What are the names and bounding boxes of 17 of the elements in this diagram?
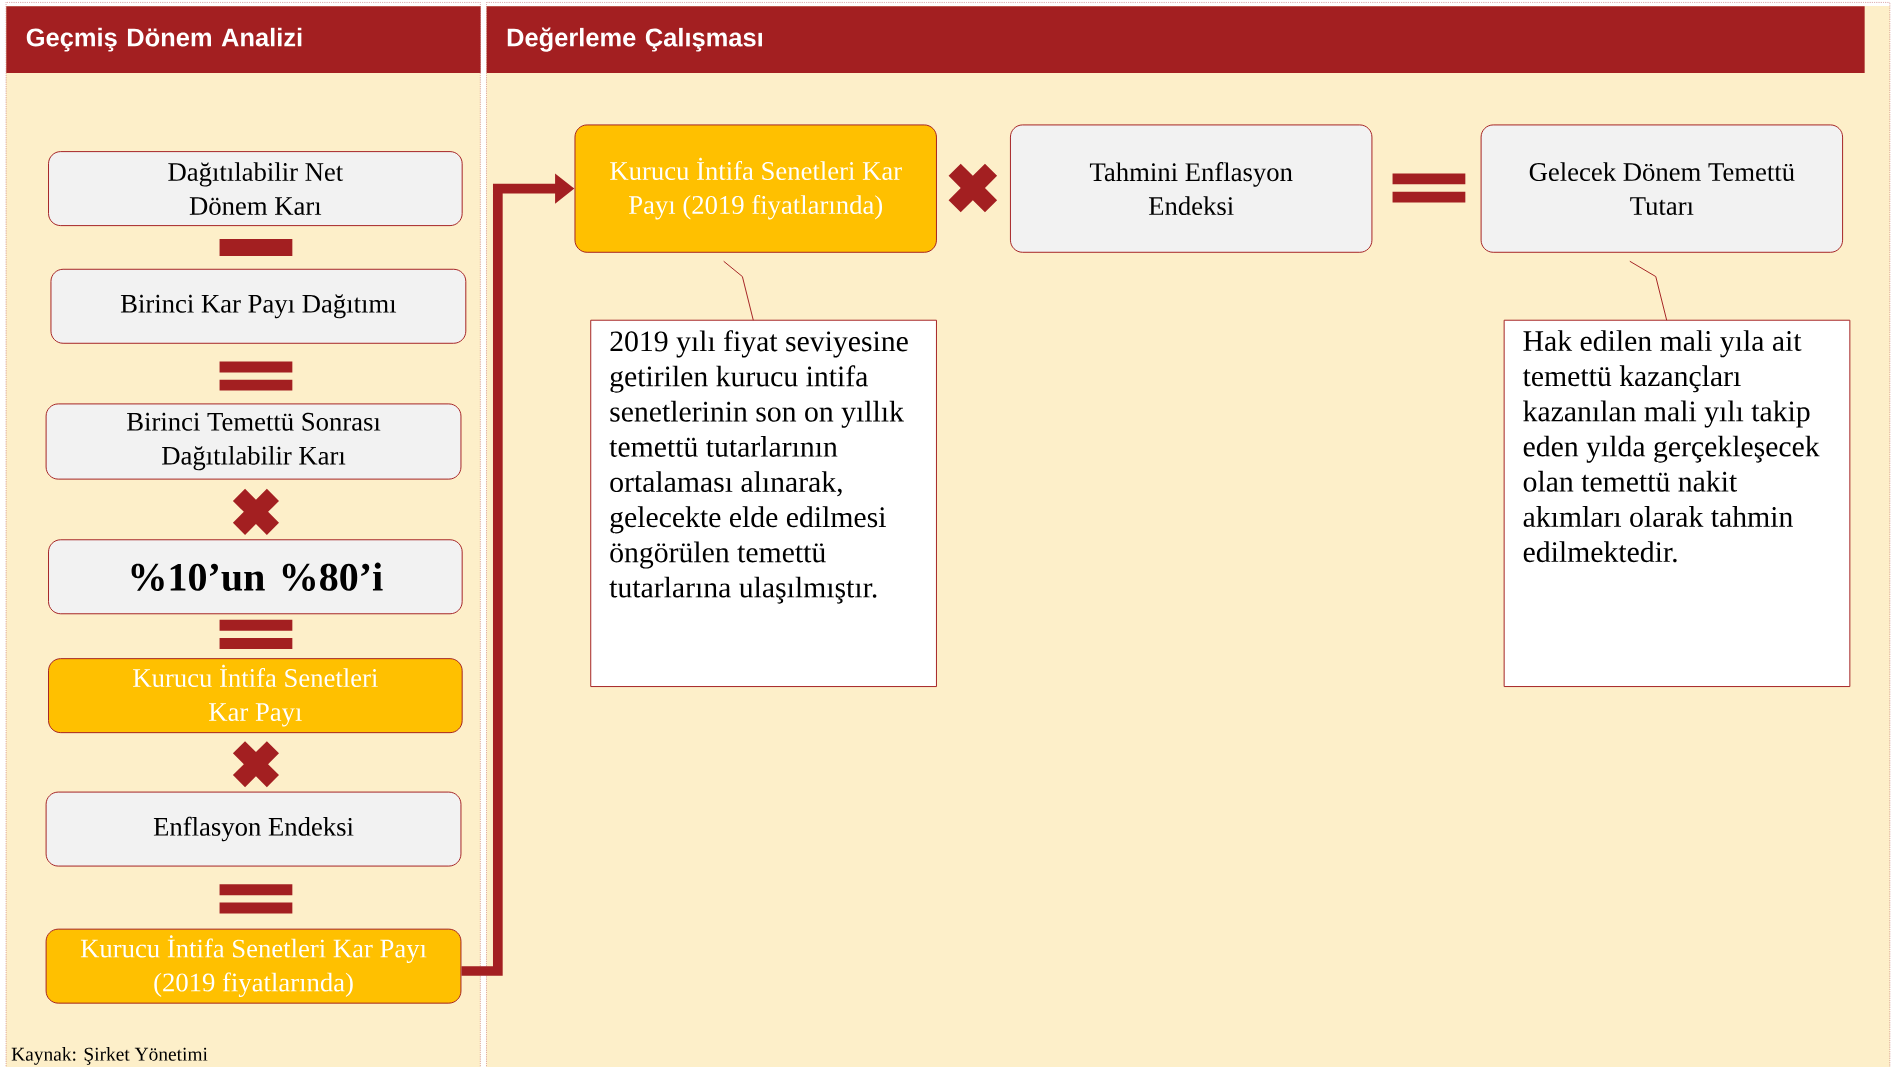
source-note: Kaynak: Şirket Yönetimi [11, 1046, 208, 1065]
process-box: Birinci Temettü Sonrası Dağıtılabilir Karı [45, 403, 462, 480]
process-box: %10’un %80’i [48, 539, 463, 615]
note-box: 2019 yılı fiyat seviyesine getirilen kurucu intifa senetlerinin son on yıllık temettü tutarlarının ortalaması alınarak, gelecekte elde edilmesi öngörülen temettü tutarlarına ulaşılmıştır. [590, 319, 937, 687]
process-box: Enflasyon Endeksi [45, 791, 462, 867]
leader-line [1629, 260, 1668, 321]
process-box: Gelecek Dönem Temettü Tutarı [1480, 124, 1844, 253]
leader-line [723, 260, 754, 321]
highlight-box: Kurucu İntifa Senetleri Kar Payı (2019 fiyatlarında) [574, 124, 937, 253]
highlight-box: Kurucu İntifa Senetleri Kar Payı [48, 657, 463, 733]
process-box: Tahmini Enflasyon Endeksi [1009, 124, 1373, 253]
highlight-box: Kurucu İntifa Senetleri Kar Payı (2019 fiyatlarında) [45, 928, 462, 1004]
process-box: Birinci Kar Payı Dağıtımı [50, 268, 467, 344]
section-header: Değerleme Çalışması [486, 6, 1865, 73]
note-box: Hak edilen mali yıla ait temettü kazançları kazanılan mali yılı takip eden yılda gerçekleşecek olan temettü nakit akımları olarak tahmin edilmektedir. [1503, 319, 1851, 687]
process-box: Dağıtılabilir Net Dönem Karı [48, 150, 463, 226]
section-header: Geçmiş Dönem Analizi [6, 6, 481, 73]
